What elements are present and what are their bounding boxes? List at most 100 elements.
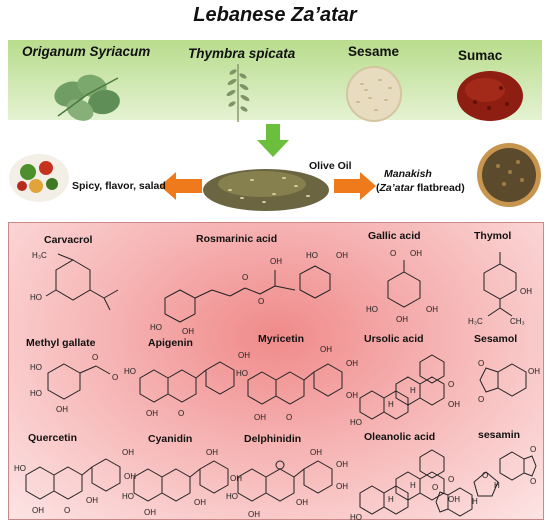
olive-oil-label: Olive Oil bbox=[309, 160, 352, 172]
svg-text:HO: HO bbox=[30, 363, 42, 372]
compound-name-methyl-gallate: Methyl gallate bbox=[26, 337, 96, 349]
svg-text:OH: OH bbox=[310, 448, 322, 457]
svg-text:OH: OH bbox=[124, 472, 136, 481]
thyme-sprig-icon bbox=[226, 64, 250, 122]
svg-text:O: O bbox=[112, 373, 118, 382]
page-title: Lebanese Za’atar bbox=[193, 4, 357, 26]
compound-name-thymol: Thymol bbox=[474, 230, 512, 242]
svg-text:OH: OH bbox=[396, 315, 408, 324]
oleanolic-acid-structure: HO OH O H H bbox=[350, 449, 460, 522]
svg-text:O: O bbox=[178, 409, 184, 418]
svg-text:OH: OH bbox=[520, 287, 532, 296]
svg-text:HO: HO bbox=[350, 418, 362, 427]
svg-text:O: O bbox=[448, 475, 454, 484]
ingredient-label-sesame: Sesame bbox=[348, 44, 400, 59]
down-arrow-icon bbox=[257, 124, 289, 157]
sesamin-structure: O O O O H H bbox=[432, 445, 537, 517]
compound-name-ursolic-acid: Ursolic acid bbox=[364, 333, 424, 345]
svg-text:OH: OH bbox=[320, 345, 332, 354]
svg-text:OH: OH bbox=[346, 359, 358, 368]
svg-text:OH: OH bbox=[230, 474, 242, 483]
svg-text:O: O bbox=[242, 273, 248, 282]
svg-text:O: O bbox=[432, 483, 438, 492]
svg-text:HO: HO bbox=[124, 367, 136, 376]
manakish-photo-icon bbox=[477, 143, 541, 207]
oregano-photo-icon bbox=[54, 74, 120, 121]
right-arrow-icon bbox=[334, 172, 376, 200]
svg-text:OH: OH bbox=[336, 460, 348, 469]
svg-text:H: H bbox=[472, 497, 478, 506]
svg-text:OH: OH bbox=[448, 400, 460, 409]
svg-text:O: O bbox=[286, 413, 292, 422]
compound-name-gallic-acid: Gallic acid bbox=[368, 230, 421, 242]
svg-text:O: O bbox=[448, 380, 454, 389]
svg-text:O: O bbox=[92, 353, 98, 362]
compound-name-cyanidin: Cyanidin bbox=[148, 433, 193, 445]
ursolic-acid-structure: HO OH O H H bbox=[350, 354, 460, 427]
carvacrol-structure: H₃C HO bbox=[30, 251, 119, 311]
svg-text:OH: OH bbox=[336, 482, 348, 491]
svg-text:OH: OH bbox=[146, 409, 158, 418]
svg-text:OH: OH bbox=[144, 508, 156, 517]
svg-text:CH₃: CH₃ bbox=[510, 317, 525, 326]
thymol-structure: OH H₃C CH₃ bbox=[468, 252, 532, 326]
svg-text:OH: OH bbox=[528, 367, 540, 376]
compound-name-carvacrol: Carvacrol bbox=[44, 234, 93, 246]
svg-text:H₃C: H₃C bbox=[32, 251, 47, 260]
sesamol-structure: OH O O bbox=[478, 359, 540, 404]
compound-name-apigenin: Apigenin bbox=[148, 337, 193, 349]
svg-text:O: O bbox=[64, 506, 70, 515]
svg-text:O: O bbox=[478, 359, 484, 368]
compound-name-sesamin: sesamin bbox=[478, 429, 521, 441]
svg-text:O: O bbox=[478, 395, 484, 404]
rosmarinic-acid-structure: HO OH OH O O HO OH bbox=[150, 251, 348, 336]
apigenin-structure: HO OH OH O bbox=[124, 351, 250, 418]
svg-text:OH: OH bbox=[182, 327, 194, 336]
left-arrow-icon bbox=[160, 172, 202, 200]
svg-text:O: O bbox=[530, 445, 536, 454]
svg-text:HO: HO bbox=[366, 305, 378, 314]
compound-name-quercetin: Quercetin bbox=[28, 432, 78, 444]
uses-label: Spicy, flavor, salad bbox=[72, 180, 166, 192]
compounds-panel bbox=[8, 222, 544, 520]
svg-text:H: H bbox=[388, 400, 394, 409]
svg-text:OH: OH bbox=[206, 448, 218, 457]
sesame-seeds-icon bbox=[346, 66, 402, 122]
svg-text:OH: OH bbox=[296, 498, 308, 507]
svg-text:OH: OH bbox=[86, 496, 98, 505]
svg-text:HO: HO bbox=[30, 389, 42, 398]
svg-text:HO: HO bbox=[226, 492, 238, 501]
svg-text:O: O bbox=[530, 477, 536, 486]
sumac-powder-icon bbox=[457, 71, 523, 121]
svg-text:OH: OH bbox=[56, 405, 68, 414]
svg-text:OH: OH bbox=[426, 305, 438, 314]
svg-text:O: O bbox=[390, 249, 396, 258]
manakish-label: Manakish bbox=[384, 168, 432, 180]
compound-name-rosmarinic-acid: Rosmarinic acid bbox=[196, 233, 278, 245]
compound-name-delphinidin: Delphinidin bbox=[244, 433, 302, 445]
compound-name-myricetin: Myricetin bbox=[258, 333, 305, 345]
svg-text:OH: OH bbox=[270, 257, 282, 266]
svg-text:H: H bbox=[388, 495, 394, 504]
svg-text:H: H bbox=[410, 386, 416, 395]
myricetin-structure: OH OH HO OH OH O bbox=[236, 345, 358, 422]
salad-photo-icon bbox=[9, 154, 69, 202]
compound-name-oleanolic-acid: Oleanolic acid bbox=[364, 431, 436, 443]
svg-text:H: H bbox=[494, 481, 500, 490]
svg-text:OH: OH bbox=[254, 413, 266, 422]
zaatar-mix-icon bbox=[203, 169, 329, 211]
svg-text:OH: OH bbox=[238, 351, 250, 360]
svg-text:OH: OH bbox=[122, 448, 134, 457]
svg-text:O: O bbox=[258, 297, 264, 306]
svg-text:HO: HO bbox=[30, 293, 42, 302]
svg-text:OH: OH bbox=[248, 510, 260, 519]
methyl-gallate-structure: HO HO OH O O bbox=[30, 353, 118, 414]
quercetin-structure: OH OH HO OH OH O bbox=[14, 448, 136, 515]
svg-text:HO: HO bbox=[350, 513, 362, 522]
svg-text:OH: OH bbox=[410, 249, 422, 258]
gallic-acid-structure: O OH HO OH OH bbox=[366, 249, 438, 324]
svg-text:HO: HO bbox=[236, 369, 248, 378]
svg-text:OH: OH bbox=[32, 506, 44, 515]
ingredient-label-thymbra: Thymbra spicata bbox=[188, 46, 296, 61]
